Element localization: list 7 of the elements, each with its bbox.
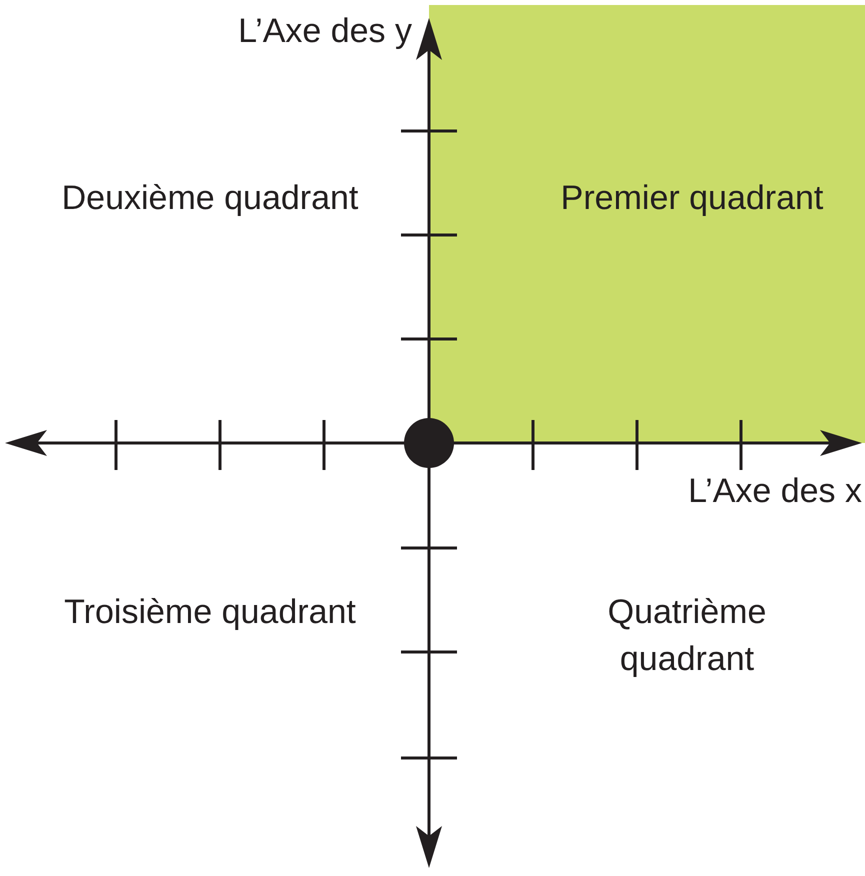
quadrant-label: Troisième quadrant bbox=[63, 592, 357, 633]
quadrant-label: Premier quadrant bbox=[560, 178, 824, 219]
axis-label: L’Axe des x bbox=[687, 471, 862, 512]
axis-label: L’Axe des y bbox=[237, 11, 412, 52]
quadrant-label: Quatrième quadrant bbox=[606, 592, 768, 680]
quadrant-label: Deuxième quadrant bbox=[60, 178, 360, 219]
quadrant-region bbox=[429, 5, 865, 443]
